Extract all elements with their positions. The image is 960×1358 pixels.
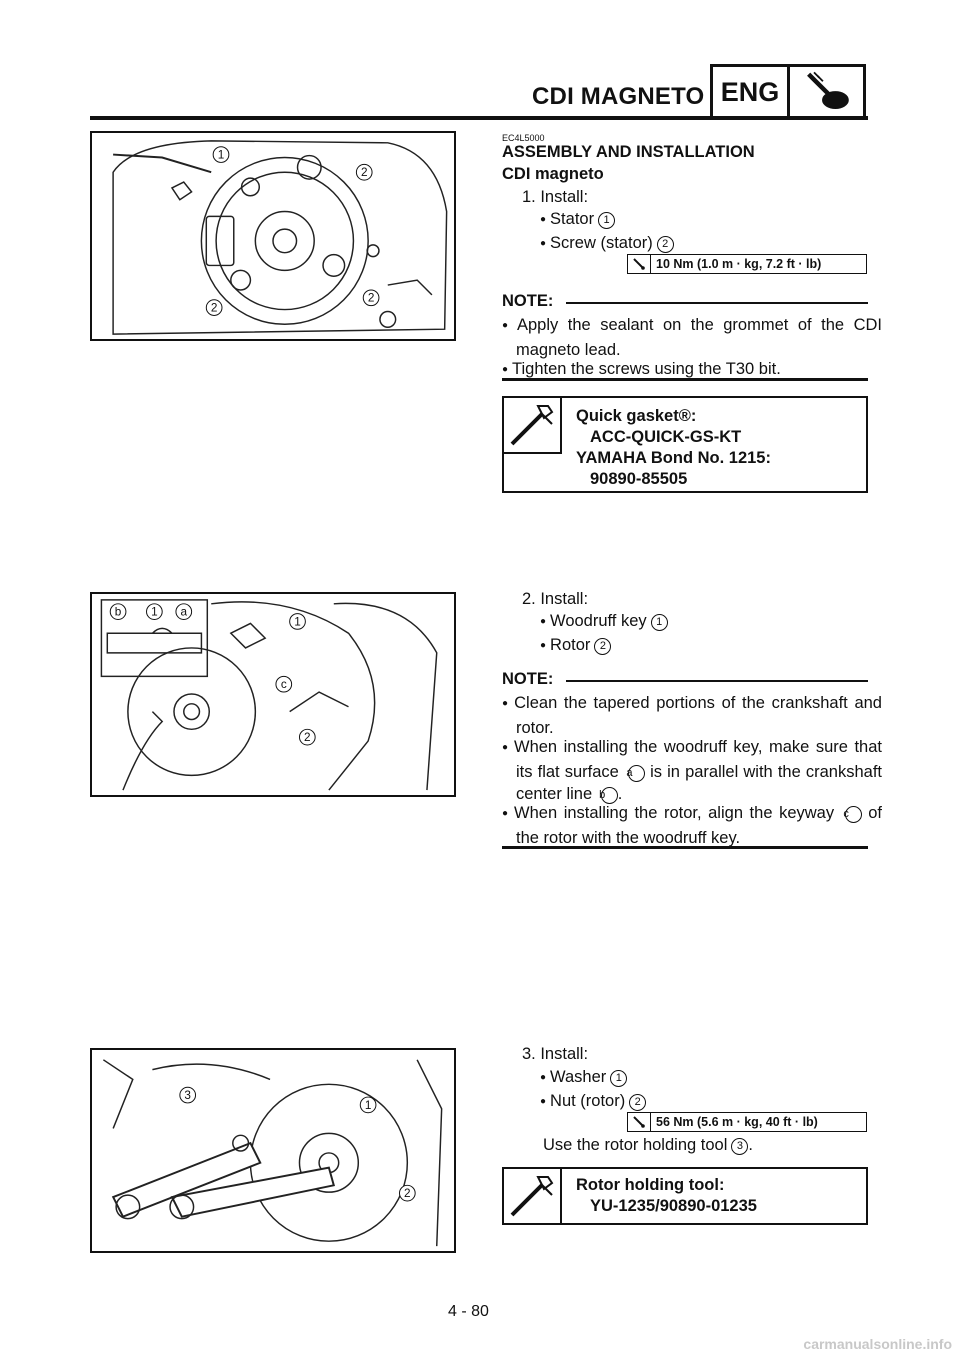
page-title: CDI MAGNETO bbox=[532, 83, 705, 110]
step3-label: 3. Install: bbox=[522, 1045, 589, 1063]
note-end-rule bbox=[502, 846, 868, 849]
note-1-2: Tighten the screws using the T30 bit. bbox=[502, 358, 882, 383]
figure-rotor-install: b 1 a 1 c 2 bbox=[90, 592, 456, 797]
torque-spec-1: 10 Nm (1.0 m · kg, 7.2 ft · lb) bbox=[627, 254, 867, 274]
item-text: Washer bbox=[550, 1068, 607, 1086]
tool-line: ACC-QUICK-GS-KT bbox=[590, 428, 742, 446]
note-end-rule bbox=[502, 378, 868, 381]
section-code: EC4L5000 bbox=[502, 133, 545, 143]
item-text: Rotor bbox=[550, 636, 591, 654]
ref-circle: 1 bbox=[650, 614, 668, 631]
tool-line: Quick gasket®: bbox=[576, 407, 697, 425]
fig3-callout-1: 1 bbox=[365, 1099, 372, 1112]
note-text: of the rotor with the woodruff key. bbox=[516, 804, 883, 847]
figure-rotor-holding: 3 1 2 bbox=[90, 1048, 456, 1253]
fig3-callout-3: 3 bbox=[184, 1089, 191, 1102]
note-label-1: NOTE: bbox=[502, 292, 554, 310]
holding-tool-box: Rotor holding tool: YU-1235/90890-01235 bbox=[502, 1167, 868, 1225]
tool-line: YU-1235/90890-01235 bbox=[590, 1197, 757, 1215]
fig2-callout-2: 2 bbox=[304, 731, 311, 744]
tool-line: YAMAHA Bond No. 1215: bbox=[576, 449, 771, 467]
eng-badge: ENG bbox=[710, 64, 790, 120]
note-2-2: When installing the woodruff key, make s… bbox=[502, 736, 882, 805]
note-2-3: When installing the rotor, align the key… bbox=[502, 802, 882, 849]
page-number: 4 - 80 bbox=[448, 1303, 489, 1320]
item-text: Nut (rotor) bbox=[550, 1092, 626, 1110]
item-text: Woodruff key bbox=[550, 612, 647, 630]
ref-circle: 1 bbox=[598, 212, 616, 229]
ref-circle: 2 bbox=[656, 236, 674, 253]
item-text: Screw (stator) bbox=[550, 234, 653, 252]
fig1-callout-2c: 2 bbox=[368, 292, 375, 305]
ref-circle: 2 bbox=[629, 1094, 647, 1111]
ref-circle: 3 bbox=[731, 1138, 749, 1155]
fig2-callout-1b: 1 bbox=[294, 615, 301, 628]
note-label-2: NOTE: bbox=[502, 670, 554, 688]
ref-circle-c: c bbox=[843, 806, 862, 823]
tool-line: 90890-85505 bbox=[590, 470, 688, 488]
note-1-1: Apply the sealant on the grommet of the … bbox=[502, 314, 882, 361]
fig1-callout-1: 1 bbox=[218, 149, 225, 162]
note-text: When installing the rotor, align the key… bbox=[514, 804, 835, 822]
torque-wrench-icon bbox=[628, 1113, 651, 1131]
fig2-callout-1a: 1 bbox=[151, 606, 158, 619]
note-rule bbox=[566, 680, 868, 682]
tool-line: Rotor holding tool: bbox=[576, 1176, 725, 1194]
sealant-tool-icon bbox=[504, 398, 562, 454]
ref-circle: 1 bbox=[610, 1070, 628, 1087]
step1-item-screw: Screw (stator)2 bbox=[540, 234, 674, 253]
holding-tool-icon bbox=[504, 1169, 562, 1223]
instruction-text: Use the rotor holding tool bbox=[543, 1136, 728, 1154]
step2-label: 2. Install: bbox=[522, 590, 589, 608]
section-title: ASSEMBLY AND INSTALLATION bbox=[502, 143, 755, 161]
section-subtitle: CDI magneto bbox=[502, 165, 604, 183]
note-text: is in parallel with the crankshaft cente… bbox=[516, 763, 882, 803]
sealant-text: Quick gasket®: ACC-QUICK-GS-KT YAMAHA Bo… bbox=[576, 406, 771, 490]
ref-circle: 2 bbox=[594, 638, 612, 655]
note-rule bbox=[566, 302, 868, 304]
torque-value: 10 Nm (1.0 m · kg, 7.2 ft · lb) bbox=[656, 257, 822, 271]
fig1-callout-2a: 2 bbox=[361, 166, 368, 179]
note-text: When installing the woodruff key, make s… bbox=[514, 738, 882, 781]
ref-circle-a: a bbox=[626, 765, 645, 782]
torque-spec-3: 56 Nm (5.6 m · kg, 40 ft · lb) bbox=[627, 1112, 867, 1132]
fig1-callout-2b: 2 bbox=[211, 302, 218, 315]
torque-wrench-icon bbox=[628, 255, 651, 273]
header-rule bbox=[90, 116, 868, 120]
torque-value: 56 Nm (5.6 m · kg, 40 ft · lb) bbox=[656, 1115, 818, 1129]
step1-label: 1. Install: bbox=[522, 188, 589, 206]
fig3-callout-2: 2 bbox=[404, 1187, 411, 1200]
fig2-callout-c: c bbox=[281, 678, 287, 691]
note-2-1: Clean the tapered portions of the cranks… bbox=[502, 692, 882, 739]
item-text: Stator bbox=[550, 210, 595, 228]
fig2-callout-a: a bbox=[181, 606, 188, 619]
fig2-callout-b: b bbox=[115, 606, 122, 619]
step3-item-nut: Nut (rotor)2 bbox=[540, 1092, 647, 1111]
sealant-box: Quick gasket®: ACC-QUICK-GS-KT YAMAHA Bo… bbox=[502, 396, 868, 493]
figure-cdi-stator: 1 2 2 2 bbox=[90, 131, 456, 341]
engine-icon bbox=[790, 64, 866, 120]
watermark: carmanualsonline.info bbox=[803, 1336, 952, 1352]
holding-tool-text: Rotor holding tool: YU-1235/90890-01235 bbox=[576, 1175, 757, 1217]
